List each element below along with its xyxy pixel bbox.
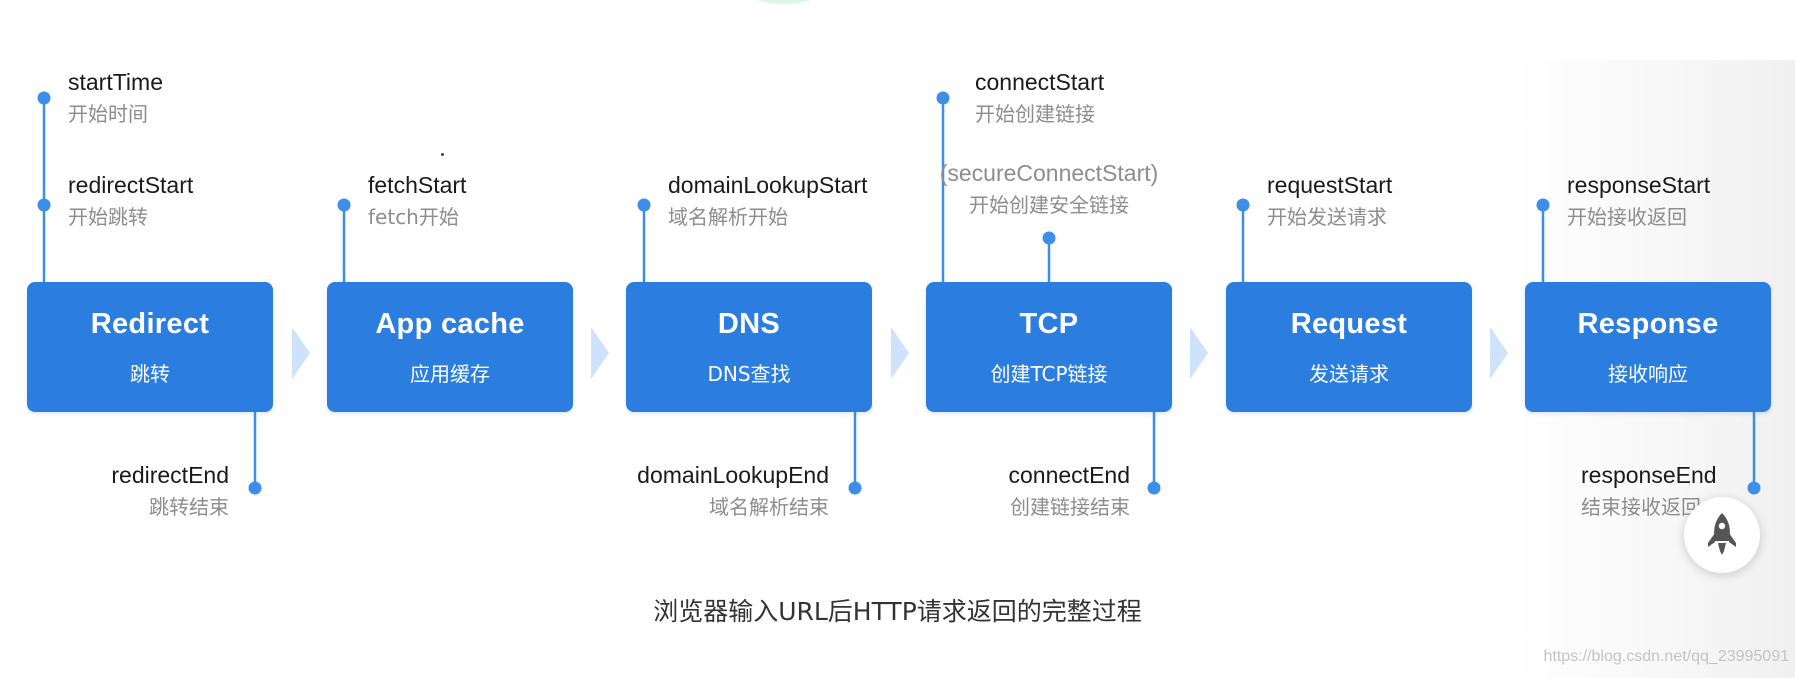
stage-title: Response [1577, 308, 1719, 340]
domain-lookup-end-dot [848, 481, 862, 495]
stage-title: DNS [717, 308, 781, 340]
stage-subtitle: 接收响应 [1608, 362, 1688, 386]
event-desc: 开始发送请求 [1267, 205, 1387, 229]
stage-subtitle: 创建TCP链接 [990, 362, 1108, 386]
fetch-start-dot [337, 198, 351, 212]
event-name: (secureConnectStart) [939, 160, 1159, 186]
diagram-caption: 浏览器输入URL后HTTP请求返回的完整过程 [653, 597, 1142, 626]
stage-tcp: TCP 创建TCP链接 [926, 282, 1172, 412]
event-name: startTime [68, 69, 163, 95]
stage-request: Request 发送请求 [1226, 282, 1472, 412]
stage-subtitle: 发送请求 [1309, 362, 1389, 386]
event-name: responseStart [1567, 172, 1711, 198]
event-name: responseEnd [1581, 462, 1717, 488]
event-desc: 结束接收返回 [1581, 495, 1701, 519]
stage-subtitle: DNS查找 [707, 362, 791, 386]
stage-redirect: Redirect 跳转 [27, 282, 273, 412]
stage-title: App cache [375, 308, 525, 340]
secure-connect-start-dot [1042, 231, 1056, 245]
event-response-start: responseStart 开始接收返回 [1567, 170, 1710, 234]
stage-response: Response 接收响应 [1525, 282, 1771, 412]
response-end-dot [1747, 481, 1761, 495]
event-name: connectStart [975, 69, 1105, 95]
flow-arrow-icon [591, 327, 609, 379]
event-connect-start: connectStart 开始创建链接 [975, 67, 1104, 131]
request-start-dot [1236, 198, 1250, 212]
decorative-blob [752, 0, 816, 4]
stage-dns: DNS DNS查找 [626, 282, 872, 412]
event-name: redirectStart [68, 172, 194, 198]
rocket-icon [1708, 513, 1736, 555]
connect-start-dot [936, 91, 950, 105]
event-desc: 开始接收返回 [1567, 205, 1687, 229]
flow-arrow-icon [292, 327, 310, 379]
redirect-end-dot [248, 481, 262, 495]
watermark: https://blog.csdn.net/qq_23995091 [1543, 648, 1789, 665]
event-redirect-start: redirectStart 开始跳转 [68, 170, 193, 234]
event-desc: 开始创建安全链接 [969, 193, 1129, 217]
event-domain-lookup-start: domainLookupStart 域名解析开始 [668, 170, 867, 234]
stage-subtitle: 跳转 [130, 362, 170, 386]
event-desc: 跳转结束 [149, 495, 229, 519]
event-fetch-start: fetchStart fetch开始 [368, 170, 466, 234]
stage-title: Redirect [90, 308, 210, 340]
stage-app-cache: App cache 应用缓存 [327, 282, 573, 412]
event-name: domainLookupStart [668, 172, 868, 198]
redirect-start-dot [37, 198, 51, 212]
event-desc: 域名解析开始 [668, 205, 788, 229]
back-to-top-button[interactable] [1684, 497, 1760, 573]
event-name: connectEnd [1008, 462, 1130, 488]
event-name: requestStart [1267, 172, 1393, 198]
event-connect-end: connectEnd 创建链接结束 [1009, 460, 1130, 524]
event-secure-connect-start: (secureConnectStart) 开始创建安全链接 [939, 158, 1159, 222]
flow-arrow-icon [891, 327, 909, 379]
stray-dot [441, 153, 444, 156]
event-domain-lookup-end: domainLookupEnd 域名解析结束 [637, 460, 829, 524]
event-start-time: startTime 开始时间 [68, 67, 163, 131]
flow-arrow-icon [1490, 327, 1508, 379]
flow-arrow-icon [1190, 327, 1208, 379]
event-request-start: requestStart 开始发送请求 [1267, 170, 1392, 234]
connect-end-dot [1147, 481, 1161, 495]
event-desc: fetch开始 [368, 205, 459, 229]
response-start-dot [1536, 198, 1550, 212]
event-desc: 开始时间 [68, 102, 148, 126]
event-name: fetchStart [368, 172, 467, 198]
event-response-end: responseEnd 结束接收返回 [1581, 460, 1717, 524]
event-desc: 创建链接结束 [1010, 495, 1130, 519]
event-desc: 开始创建链接 [975, 102, 1095, 126]
start-time-dot [37, 91, 51, 105]
event-name: domainLookupEnd [637, 462, 829, 488]
event-redirect-end: redirectEnd 跳转结束 [111, 460, 229, 524]
event-name: redirectEnd [111, 462, 229, 488]
stage-title: Request [1290, 308, 1408, 340]
event-desc: 域名解析结束 [709, 495, 829, 519]
stage-title: TCP [1019, 308, 1079, 340]
event-desc: 开始跳转 [68, 205, 148, 229]
stage-subtitle: 应用缓存 [410, 362, 490, 386]
domain-lookup-start-dot [637, 198, 651, 212]
